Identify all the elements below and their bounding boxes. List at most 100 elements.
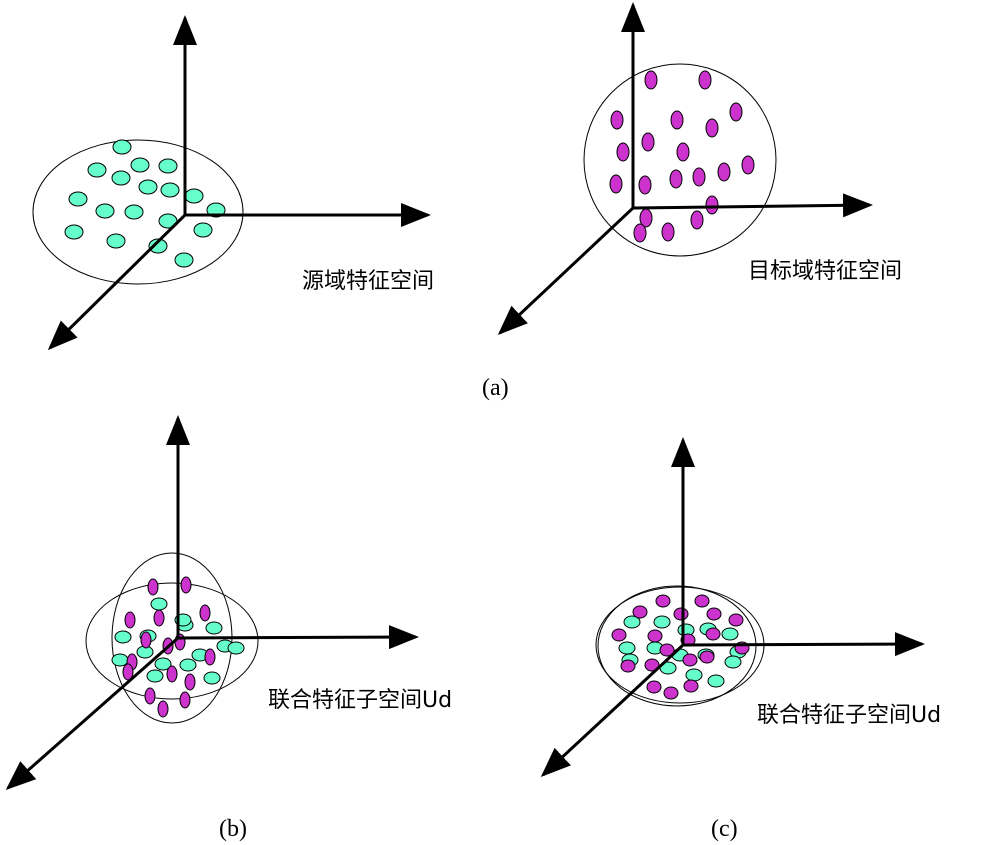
- target-dot: [157, 700, 169, 718]
- source-dot: [623, 615, 641, 629]
- source-dot: [707, 674, 725, 688]
- target-dot: [717, 162, 731, 182]
- target-dots-a: [609, 70, 755, 243]
- source-dot: [184, 188, 204, 204]
- source-space-label: 源域特征空间: [302, 269, 434, 294]
- target-dot: [646, 680, 662, 694]
- source-dot: [721, 627, 739, 641]
- target-dot: [698, 70, 712, 90]
- axes-a-source: [47, 15, 431, 351]
- source-dot: [724, 655, 742, 669]
- axis-horizontal: [632, 193, 873, 218]
- target-dot: [609, 174, 623, 194]
- source-dot: [179, 658, 197, 672]
- joint-subspace-label-b: 联合特征子空间Ud: [268, 688, 452, 713]
- axis-depth: [47, 213, 187, 351]
- target-dot: [179, 691, 191, 709]
- source-dot: [150, 597, 168, 611]
- source-dot: [130, 157, 150, 173]
- target-dot: [204, 648, 216, 666]
- target-dot: [124, 611, 136, 629]
- target-dot: [741, 155, 755, 175]
- target-dot: [673, 607, 689, 621]
- source-dot: [111, 170, 131, 186]
- target-dot: [632, 605, 648, 619]
- caption-a: (a): [482, 375, 509, 401]
- target-dot: [729, 102, 743, 122]
- axes-b: [5, 415, 419, 790]
- source-dot: [653, 615, 671, 629]
- axis-depth: [497, 206, 635, 336]
- source-dot: [111, 653, 129, 667]
- target-dot: [694, 594, 710, 608]
- target-dot: [144, 687, 156, 705]
- target-dot: [705, 118, 719, 138]
- target-dot: [147, 578, 159, 596]
- source-dot: [685, 668, 703, 682]
- source-dot: [148, 238, 168, 254]
- target-dot: [644, 70, 658, 90]
- target-dot: [638, 175, 652, 195]
- target-dot: [647, 629, 663, 643]
- target-dot: [661, 222, 675, 242]
- source-subspace-ellipse: [85, 582, 259, 700]
- source-dot: [68, 191, 88, 207]
- target-dot: [706, 607, 722, 621]
- target-dot: [180, 576, 192, 594]
- joint-dots-c: [611, 594, 750, 700]
- target-dot: [611, 628, 627, 642]
- target-dot: [166, 665, 178, 683]
- source-dot: [146, 669, 164, 683]
- target-dot: [670, 110, 684, 130]
- source-dot: [138, 179, 158, 195]
- target-dot: [663, 686, 679, 700]
- target-space-label: 目标域特征空间: [748, 259, 902, 284]
- source-dot: [106, 233, 126, 249]
- source-dot: [193, 222, 213, 238]
- source-dot: [227, 641, 245, 655]
- target-dot: [690, 210, 704, 230]
- source-dot: [618, 641, 636, 655]
- source-dot: [160, 182, 180, 198]
- target-dot: [682, 653, 698, 667]
- target-dot: [705, 195, 719, 215]
- source-dot: [87, 162, 107, 178]
- target-dot: [641, 132, 655, 152]
- source-dot: [205, 621, 223, 635]
- source-dot: [124, 204, 144, 220]
- source-dot: [203, 671, 221, 685]
- joint-subspace-label-c: 联合特征子空间Ud: [757, 703, 941, 728]
- source-dot: [112, 139, 132, 155]
- source-dot: [154, 657, 172, 671]
- axis-depth: [540, 643, 685, 778]
- axes-a-target: [497, 2, 873, 336]
- source-dot: [95, 203, 115, 219]
- axis-horizontal: [682, 632, 925, 657]
- target-dot: [655, 594, 671, 608]
- axis-horizontal: [177, 625, 419, 650]
- target-dot: [659, 643, 675, 657]
- target-dot: [699, 650, 715, 664]
- panel-b: 联合特征子空间Ud: [5, 415, 452, 790]
- panel-a-target: 目标域特征空间: [497, 2, 902, 336]
- panel-c: 联合特征子空间Ud: [540, 437, 941, 778]
- panel-a-source: 源域特征空间: [32, 15, 434, 351]
- target-domain-circle: [583, 63, 777, 257]
- caption-b: (b): [219, 816, 247, 842]
- target-dot: [616, 142, 630, 162]
- axes-c: [540, 437, 925, 778]
- axis-depth: [5, 636, 179, 790]
- target-dot: [644, 658, 660, 672]
- target-dot: [692, 167, 706, 187]
- source-dots-a: [64, 139, 226, 268]
- target-dot: [633, 223, 647, 243]
- target-dot: [683, 679, 699, 693]
- target-dot: [610, 110, 624, 130]
- target-dot: [122, 663, 134, 681]
- source-dot: [158, 158, 178, 174]
- target-dot: [620, 659, 636, 673]
- target-dot: [199, 604, 211, 622]
- target-dot: [184, 673, 196, 691]
- source-dot: [174, 252, 194, 268]
